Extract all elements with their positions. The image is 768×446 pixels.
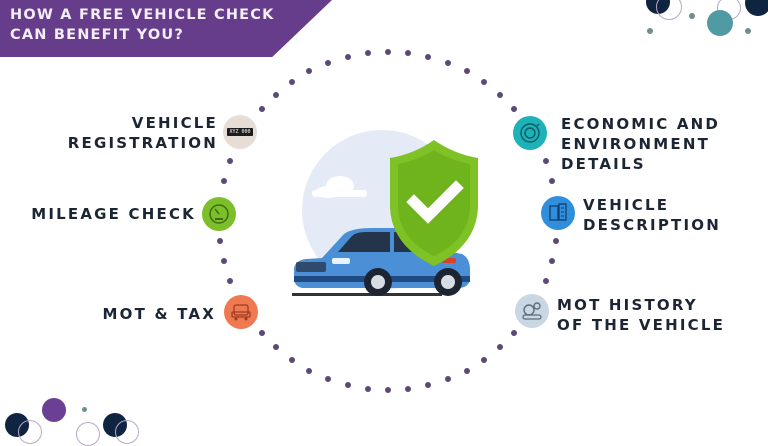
circle-dot bbox=[425, 382, 432, 389]
circle-dot bbox=[463, 367, 470, 374]
circle-dot bbox=[364, 385, 371, 392]
circle-dot bbox=[258, 330, 265, 337]
feature-label-line: MOT HISTORY bbox=[557, 296, 698, 314]
checkmark-icon bbox=[406, 180, 464, 224]
feature-label-line: MOT & TAX bbox=[102, 305, 216, 323]
circle-dot bbox=[405, 385, 412, 392]
circle-dot bbox=[226, 277, 233, 284]
feature-mileage-check: MILEAGE CHECK bbox=[10, 204, 196, 224]
eco-cycle-icon bbox=[513, 116, 547, 150]
circle-dot bbox=[497, 91, 504, 98]
circle-dot bbox=[226, 158, 233, 165]
circle-dot bbox=[217, 238, 224, 245]
feature-label-line: VEHICLE bbox=[131, 114, 218, 132]
feature-economic-environment: ECONOMIC AND ENVIRONMENT DETAILS bbox=[561, 114, 761, 174]
feature-label-line: ENVIRONMENT bbox=[561, 135, 711, 153]
circle-dot bbox=[543, 277, 550, 284]
circle-dot bbox=[385, 387, 391, 393]
feature-label-line: OF THE VEHICLE bbox=[557, 316, 726, 334]
document-list-icon bbox=[541, 196, 575, 230]
license-plate-icon: XYZ 000 bbox=[223, 115, 257, 149]
circle-dot bbox=[288, 357, 295, 364]
circle-dot bbox=[444, 376, 451, 383]
speedometer-icon bbox=[202, 197, 236, 231]
feature-label-line: REGISTRATION bbox=[67, 134, 218, 152]
feature-label-line: DESCRIPTION bbox=[583, 216, 721, 234]
circle-dot bbox=[288, 78, 295, 85]
circle-dot bbox=[325, 59, 332, 66]
circle-dot bbox=[220, 258, 227, 265]
header-banner: HOW A FREE VEHICLE CHECK CAN BENEFIT YOU… bbox=[0, 0, 332, 57]
circle-dot bbox=[272, 344, 279, 351]
feature-label-line: ECONOMIC AND bbox=[561, 115, 721, 133]
circle-dot bbox=[444, 59, 451, 66]
circle-dot bbox=[385, 49, 391, 55]
circle-dot bbox=[344, 53, 351, 60]
circle-dot bbox=[344, 382, 351, 389]
circle-dot bbox=[405, 50, 412, 57]
car-shield-illustration bbox=[282, 128, 492, 303]
title-line-2: CAN BENEFIT YOU? bbox=[10, 27, 184, 43]
gear-history-icon bbox=[515, 294, 549, 328]
circle-dot bbox=[549, 258, 556, 265]
circle-dot bbox=[220, 177, 227, 184]
shield-icon bbox=[390, 140, 478, 266]
circle-dot bbox=[552, 238, 559, 245]
circle-dot bbox=[549, 177, 556, 184]
circle-dot bbox=[272, 91, 279, 98]
circle-dot bbox=[481, 78, 487, 85]
circle-dot bbox=[543, 158, 550, 165]
feature-vehicle-description: VEHICLE DESCRIPTION bbox=[583, 195, 763, 235]
circle-dot bbox=[497, 344, 504, 351]
circle-dot bbox=[258, 105, 265, 112]
title-line-1: HOW A FREE VEHICLE CHECK bbox=[10, 7, 275, 23]
feature-label-line: VEHICLE bbox=[583, 196, 670, 214]
circle-dot bbox=[463, 68, 470, 75]
feature-label-line: MILEAGE CHECK bbox=[31, 205, 196, 223]
circle-dot bbox=[306, 367, 313, 374]
circle-dot bbox=[481, 357, 487, 364]
circle-dot bbox=[306, 68, 313, 75]
car-tax-icon bbox=[224, 295, 258, 329]
page-title: HOW A FREE VEHICLE CHECK CAN BENEFIT YOU… bbox=[10, 5, 275, 45]
plate-text: XYZ 000 bbox=[227, 128, 253, 136]
circle-dot bbox=[364, 50, 371, 57]
circle-dot bbox=[511, 105, 518, 112]
feature-label-line: DETAILS bbox=[561, 155, 646, 173]
cloud-icon bbox=[312, 176, 367, 198]
feature-mot-history: MOT HISTORY OF THE VEHICLE bbox=[557, 295, 757, 335]
circle-dot bbox=[425, 53, 432, 60]
circle-dot bbox=[511, 330, 518, 337]
circle-dot bbox=[325, 376, 332, 383]
feature-vehicle-registration: VEHICLE REGISTRATION bbox=[60, 113, 218, 153]
feature-mot-tax: MOT & TAX bbox=[60, 304, 216, 324]
